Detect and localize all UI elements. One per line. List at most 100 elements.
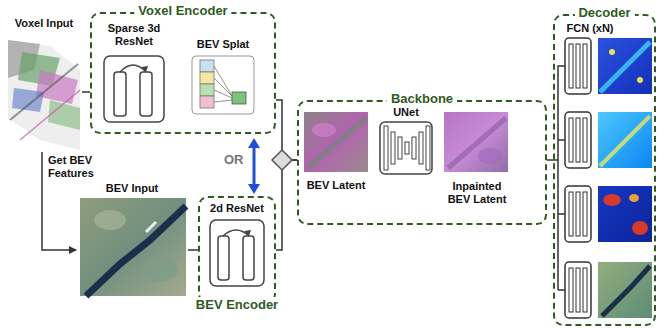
unet-icon-part	[426, 126, 430, 170]
resnet-block: 2d ResNet	[204, 202, 270, 290]
unet-icon-part	[412, 137, 416, 159]
bev-input-image-part	[86, 206, 186, 296]
or-double-arrow-part	[253, 146, 256, 186]
inpainted-latent-image-part	[448, 118, 506, 168]
bev-splat-icon-part	[214, 66, 232, 102]
decoder-output-images-part	[603, 194, 621, 206]
bev-splat-icon-part	[200, 60, 214, 72]
fcn-block: FCN (xN)	[565, 22, 615, 94]
or-double-arrow-part	[248, 138, 260, 148]
unet-icon-part	[398, 137, 402, 159]
group-box: DecoderFCN (xN)	[553, 14, 656, 326]
node-label: FCN (xN)	[565, 22, 615, 35]
bev-input-image-part	[80, 198, 186, 296]
decoder-output-images-part	[598, 112, 652, 168]
node-label: Voxel Input	[6, 17, 82, 30]
inpainted-latent-image-part	[444, 112, 508, 172]
fcn-blocks-part	[583, 44, 587, 88]
unet-icon-part	[384, 126, 388, 170]
decoder-output-images-part	[609, 49, 615, 55]
fcn-blocks-part	[569, 268, 573, 312]
voxel-point-cloud	[8, 40, 80, 150]
voxel-point-cloud-part	[12, 88, 44, 112]
bev-input-image	[80, 198, 186, 296]
image-node: Voxel Input	[6, 17, 82, 152]
image-node: Inpainted BEV Latent	[442, 112, 512, 206]
decoder-branch-lines	[558, 140, 565, 290]
connector	[188, 249, 198, 251]
node-label: Inpainted BEV Latent	[442, 180, 512, 206]
group-title: BEV Encoder	[192, 297, 282, 313]
fcn-blocks-part	[565, 38, 591, 94]
unet-block: UNet	[378, 106, 434, 176]
bev-input-image-part	[142, 258, 178, 282]
image-node: BEV Input	[76, 182, 188, 298]
merge-diamond	[272, 150, 292, 170]
unet-icon-part	[419, 132, 423, 164]
fcn-blocks-part	[576, 268, 580, 312]
group-box: BackboneBEV LatentUNetInpainted BEV Late…	[297, 100, 547, 225]
voxel-point-cloud-part	[10, 64, 78, 120]
splat-block: BEV Splat	[186, 38, 260, 118]
resnet-2d-icon-part	[244, 230, 251, 236]
decoder-output-images	[598, 38, 652, 318]
fcn-blocks-part	[576, 44, 580, 88]
resnet-2d-icon	[210, 220, 264, 286]
fcn-blocks-part	[576, 192, 580, 236]
decoder-output-images-part	[598, 262, 652, 318]
decoder-output-images-part	[637, 77, 643, 83]
decoder-output-images-part	[598, 38, 652, 94]
inpainted-latent-image-part	[478, 148, 502, 164]
fcn-blocks-part	[569, 44, 573, 88]
sparse-resnet-icon-part	[104, 56, 164, 122]
connector	[276, 160, 297, 250]
unet-icon-part	[405, 142, 409, 154]
voxel-point-cloud-part	[8, 40, 80, 150]
bev-input-image-part	[146, 222, 156, 232]
bev-latent-image-part	[308, 118, 366, 168]
fcn-blocks-part	[565, 186, 591, 242]
sparse-resnet-icon-part	[114, 72, 126, 116]
fcn-blocks-part	[569, 192, 573, 236]
node-label: BEV Latent	[303, 179, 369, 192]
or-double-arrow-part	[248, 184, 260, 194]
fcn-blocks-part	[583, 192, 587, 236]
fcn-blocks	[565, 38, 591, 318]
node-label: Sparse 3d ResNet	[98, 22, 170, 48]
resnet-2d-icon-part	[218, 236, 229, 280]
group-title: Voxel Encoder	[134, 3, 231, 19]
decoder-output-images-part	[600, 42, 650, 92]
resnet-2d-icon-part	[243, 236, 254, 280]
unet-icon-part	[380, 122, 432, 174]
edge-label: Get BEV Features	[48, 154, 106, 180]
fcn-blocks-part	[583, 268, 587, 312]
fcn-blocks-part	[565, 262, 591, 318]
bev-splat-icon-part	[200, 72, 214, 84]
sparse-resnet-icon-part	[141, 66, 148, 72]
bev-latent-image-part	[312, 123, 336, 137]
unet-icon-part	[391, 132, 395, 164]
bev-latent-image-part	[304, 112, 368, 172]
bev-splat-icon-part	[200, 96, 214, 108]
bev-latent-image	[304, 112, 368, 172]
fcn-blocks-part	[569, 118, 573, 162]
connector	[82, 91, 90, 93]
sparse-resnet-icon	[104, 56, 164, 122]
image-node: BEV Latent	[303, 112, 369, 192]
decoder-output-images-part	[600, 116, 650, 166]
or-double-arrow	[248, 138, 260, 194]
decoder-output-images-part	[632, 221, 648, 235]
fcn-blocks-part	[583, 118, 587, 162]
fcn-blocks-part	[565, 112, 591, 168]
bev-splat-icon-part	[232, 92, 246, 104]
decoder-output-images-part	[602, 266, 650, 316]
voxel-point-cloud-part	[48, 100, 80, 130]
group-box: BEV Encoder2d ResNet	[198, 196, 276, 304]
resnet-block: Sparse 3d ResNet	[98, 22, 170, 124]
decoder-branch-lines-part	[558, 140, 565, 290]
fcn-blocks-part	[576, 118, 580, 162]
bev-input-image-part	[94, 210, 126, 230]
node-label: BEV Input	[76, 182, 188, 195]
sparse-resnet-icon-part	[120, 65, 146, 72]
